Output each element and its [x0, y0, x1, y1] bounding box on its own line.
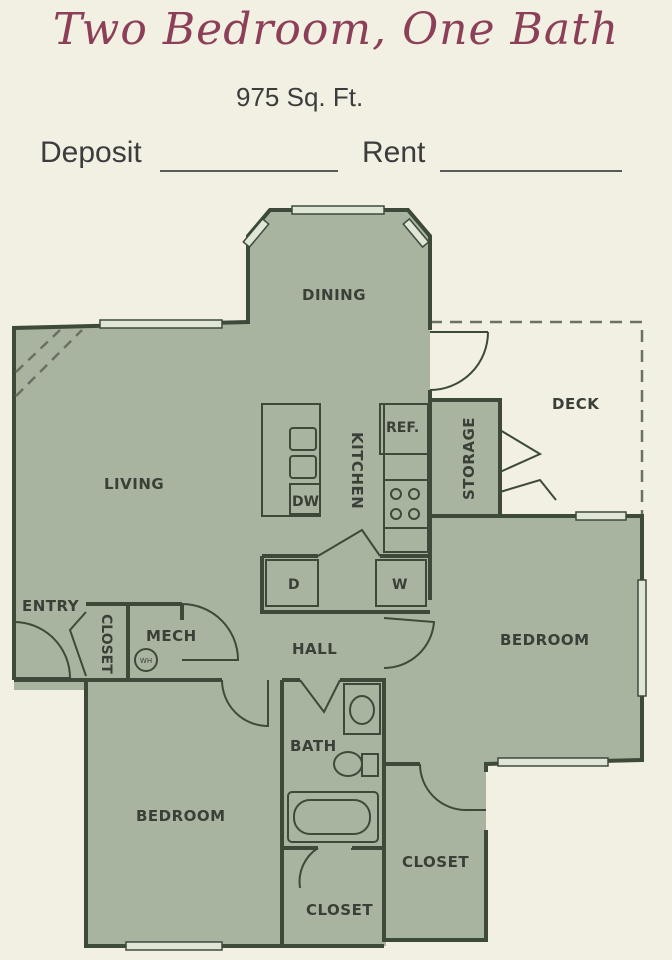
- label-storage: STORAGE: [460, 417, 478, 500]
- label-ref: REF.: [386, 420, 419, 436]
- floor-bedroom-left: [86, 680, 284, 946]
- kitchen-fixtures: [261, 403, 429, 607]
- burner-1: [390, 488, 402, 500]
- floor-bedroom-right: [384, 516, 642, 940]
- door-closet-entry: [68, 611, 87, 677]
- door-storage: [499, 429, 557, 501]
- bathtub: [287, 791, 379, 843]
- label-water-heater: WH: [140, 657, 152, 665]
- door-deck: [429, 331, 489, 391]
- label-living: LIVING: [104, 475, 164, 493]
- label-kitchen: KITCHEN: [348, 432, 366, 509]
- label-washer: W: [392, 577, 407, 593]
- window-bedroom-left-bottom: [125, 941, 223, 951]
- label-closet-right: CLOSET: [402, 853, 469, 871]
- door-mech: [181, 603, 240, 661]
- wall-bottom: [84, 680, 384, 948]
- floor-upper-left: [14, 210, 430, 600]
- door-bath: [299, 679, 341, 714]
- door-closet-right: [419, 763, 486, 811]
- floor-area: [14, 210, 642, 946]
- bathtub-inner: [293, 799, 371, 835]
- deposit-blank-line: [160, 170, 338, 172]
- toilet-base: [361, 753, 379, 777]
- door-bedroom-left: [221, 679, 269, 728]
- window-bedroom-right-side: [637, 579, 647, 697]
- door-bedroom-right: [383, 617, 436, 670]
- windows: [99, 205, 647, 951]
- bath-fixtures: [287, 683, 381, 843]
- dishwasher: [289, 483, 321, 515]
- deck-outline: [430, 320, 644, 518]
- label-bath: BATH: [290, 737, 337, 755]
- washer-box: [375, 559, 427, 607]
- refrigerator: [379, 403, 429, 455]
- rent-blank-line: [440, 170, 622, 172]
- wall-storage: [428, 398, 502, 518]
- label-bedroom-left: BEDROOM: [136, 807, 226, 825]
- wall-bath-top-right: [340, 678, 386, 764]
- door-entry: [13, 621, 72, 679]
- window-bay-right: [402, 217, 430, 249]
- label-dw: DW: [292, 494, 319, 510]
- floor-bath-closet: [282, 680, 386, 946]
- burner-4: [408, 508, 420, 520]
- label-dryer: D: [288, 577, 300, 593]
- burner-2: [408, 488, 420, 500]
- stove: [383, 479, 429, 529]
- window-dining: [291, 205, 385, 215]
- wall-laundry: [260, 556, 430, 614]
- label-deck: DECK: [552, 395, 600, 413]
- label-closet-bottom: CLOSET: [306, 901, 373, 919]
- label-entry: ENTRY: [22, 597, 80, 615]
- sink-basin-top: [289, 427, 317, 451]
- plan-title: Two Bedroom, One Bath: [52, 4, 620, 55]
- doors: [13, 331, 557, 889]
- bath-sink: [349, 695, 375, 725]
- window-bay-left: [242, 217, 270, 249]
- label-dining: DINING: [302, 286, 366, 304]
- water-heater-icon: [134, 648, 158, 672]
- door-closet-bottom: [298, 847, 353, 889]
- label-hall: HALL: [292, 640, 337, 658]
- window-living: [99, 319, 223, 329]
- label-bedroom-right: BEDROOM: [500, 631, 590, 649]
- dryer-box: [265, 559, 319, 607]
- deposit-label: Deposit: [40, 136, 142, 169]
- square-footage: 975 Sq. Ft.: [236, 82, 364, 112]
- kitchen-counter-left: [261, 403, 321, 517]
- label-mech: MECH: [146, 627, 197, 645]
- floor-storage: [428, 400, 500, 516]
- burner-3: [390, 508, 402, 520]
- sink-basin-bottom: [289, 455, 317, 479]
- vanity: [343, 683, 381, 735]
- door-laundry: [317, 528, 381, 557]
- rent-label: Rent: [362, 136, 426, 169]
- wall-closet-right: [382, 764, 488, 942]
- label-closet-entry: CLOSET: [98, 614, 114, 674]
- window-bedroom-right-top: [575, 511, 627, 521]
- fireplace-icon: [15, 329, 83, 397]
- window-bedroom-right-bottom: [497, 757, 609, 767]
